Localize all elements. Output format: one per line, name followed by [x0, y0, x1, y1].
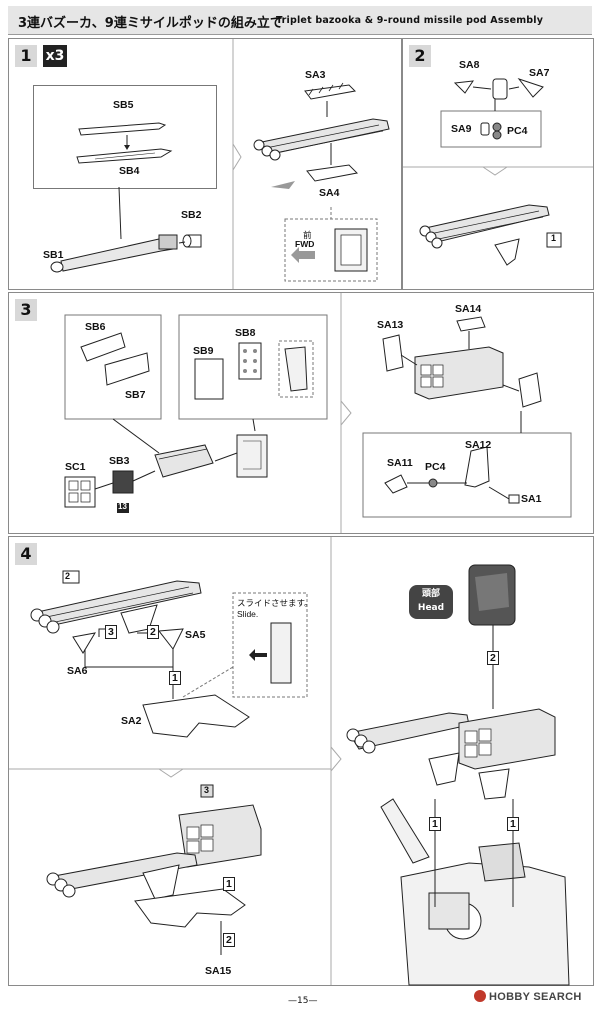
label-sa1: SA1	[521, 493, 542, 505]
label-sb2: SB2	[181, 209, 202, 221]
fwd-en: FWD	[295, 239, 315, 249]
label-sb7: SB7	[125, 389, 146, 401]
seq-2-lower: 2	[223, 933, 235, 947]
label-sa6: SA6	[67, 665, 88, 677]
sb3-color-ref: 13	[118, 502, 127, 511]
label-sa2: SA2	[121, 715, 142, 727]
label-sa14: SA14	[455, 303, 482, 315]
label-pc4: PC4	[425, 461, 446, 473]
step-3-panel: 3	[8, 292, 594, 534]
step-1-drawing	[50, 39, 390, 289]
triple-barrel-assembly	[253, 118, 390, 161]
seq-1-left: 1	[429, 817, 441, 831]
step-number: 3	[15, 299, 37, 321]
label-sb3: SB3	[109, 455, 130, 467]
seq-2-head: 2	[487, 651, 499, 665]
label-pc4: PC4	[507, 125, 528, 137]
seq-1: 1	[169, 671, 181, 685]
sb2-cap	[182, 234, 202, 248]
brand-logo-icon	[474, 990, 486, 1002]
title-japanese: 3連バズーカ、9連ミサイルポッドの組み立て	[18, 16, 283, 31]
label-sc1: SC1	[65, 461, 86, 473]
label-sa3: SA3	[305, 69, 326, 81]
label-sb9: SB9	[193, 345, 214, 357]
slide-en: Slide.	[237, 609, 259, 619]
step-3-drawing	[64, 293, 572, 533]
slide-jp: スライドさせます。	[237, 598, 313, 608]
step-4-panel: 4	[8, 536, 594, 986]
label-sa12: SA12	[465, 439, 492, 451]
label-sa4: SA4	[319, 187, 340, 199]
step-number: 2	[409, 45, 431, 67]
label-sb8: SB8	[235, 327, 256, 339]
seq-2: 2	[147, 625, 159, 639]
label-sa11: SA11	[387, 457, 413, 469]
seq-3: 3	[105, 625, 117, 639]
step-number: 1	[15, 45, 37, 67]
head-jp: 頭部	[421, 589, 440, 599]
step-2-drawing	[403, 78, 593, 266]
fwd-jp: 前	[303, 230, 312, 240]
label-sb5: SB5	[113, 99, 134, 111]
sa3-part	[304, 82, 357, 100]
brand-text: HOBBY SEARCH	[489, 991, 582, 1003]
head-en: Head	[417, 603, 445, 613]
seq-1-lower: 1	[223, 877, 235, 891]
label-sa8: SA8	[459, 59, 480, 71]
ref-step-2: 2	[65, 571, 71, 581]
label-sb1: SB1	[43, 249, 64, 261]
label-sa13: SA13	[377, 319, 404, 331]
label-sb6: SB6	[85, 321, 106, 333]
watermark-brand: HOBBY SEARCH	[474, 990, 582, 1003]
label-sa5: SA5	[185, 629, 206, 641]
label-sb4: SB4	[119, 165, 140, 177]
head-badge: 頭部 Head	[409, 585, 453, 619]
step-1-panel: 1 x3	[8, 38, 402, 290]
step-4-drawing	[9, 537, 570, 986]
sb1-barrel	[50, 234, 178, 273]
seq-1-right: 1	[507, 817, 519, 831]
multiplier-badge: x3	[43, 45, 67, 67]
step-number: 4	[15, 543, 37, 565]
page-number: —15—	[288, 996, 318, 1006]
page-header: 3連バズーカ、9連ミサイルポッドの組み立て Triplet bazooka & …	[8, 6, 592, 35]
sb5-part	[78, 122, 167, 136]
sa4-part	[271, 164, 359, 189]
label-sa9: SA9	[451, 123, 472, 135]
title-english: Triplet bazooka & 9-round missile pod As…	[276, 15, 544, 26]
ref-step-3: 3	[204, 785, 210, 795]
label-sa15: SA15	[205, 965, 232, 977]
ref-step-1: 1	[551, 233, 557, 243]
label-sa7: SA7	[529, 67, 550, 79]
sb4-part	[76, 148, 173, 164]
step-2-panel: 2 SA8 SA7 SA9 PC4 1	[402, 38, 594, 290]
subassembly-box	[33, 85, 217, 189]
